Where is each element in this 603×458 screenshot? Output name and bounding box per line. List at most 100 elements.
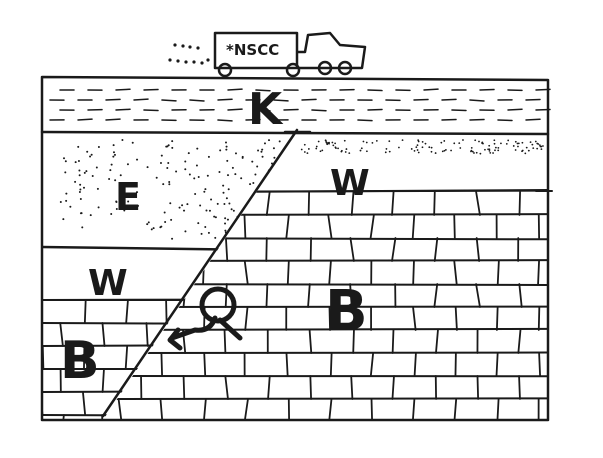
fault-marker <box>167 286 243 351</box>
sand-dot <box>234 152 237 155</box>
sand-dot <box>306 152 309 155</box>
label-k: K <box>248 84 284 135</box>
brick-joint <box>202 260 205 285</box>
dash <box>161 99 177 102</box>
sand-dot <box>81 226 84 229</box>
brick-joint <box>225 237 229 262</box>
dash <box>189 99 205 102</box>
sand-dot <box>385 148 388 150</box>
sand-dot <box>328 142 330 145</box>
sand-dot <box>267 139 270 142</box>
sand-dot <box>241 156 244 159</box>
sand-dot <box>204 225 207 228</box>
sand-dot <box>206 174 209 177</box>
brick-joint <box>144 368 148 393</box>
dash <box>77 118 93 121</box>
dash <box>525 98 541 101</box>
sand-dot <box>231 166 234 169</box>
brick-joint <box>391 375 395 400</box>
sand-dot <box>78 169 81 172</box>
sand-dot <box>384 151 387 154</box>
sand-dot <box>444 149 447 151</box>
sand-dot <box>440 141 443 144</box>
sand-dot <box>240 177 243 180</box>
brick-joint <box>496 260 500 285</box>
sand-dot <box>527 149 530 152</box>
brick-joint <box>117 352 122 377</box>
sand-dot <box>85 170 88 173</box>
brick-joint <box>145 414 149 420</box>
sand-dot <box>514 140 517 143</box>
sand-dot <box>77 160 80 163</box>
sand-dot <box>521 141 524 144</box>
q-circle <box>199 286 237 324</box>
fault-line <box>101 128 299 418</box>
brick-joint <box>369 352 375 377</box>
brick-course <box>103 327 548 331</box>
brick-joint <box>454 306 458 331</box>
sand-dot <box>271 218 274 221</box>
brick-joint <box>349 283 353 308</box>
sand-dot <box>443 149 446 152</box>
brick-course <box>103 397 548 400</box>
sand-dot <box>95 166 98 169</box>
brick-joint <box>117 306 123 331</box>
sand-dot <box>459 147 462 149</box>
sand-dot <box>500 142 502 145</box>
brick-joint <box>101 368 105 393</box>
sand-dot <box>226 159 229 162</box>
dash <box>535 108 551 111</box>
sand-dot <box>65 192 68 195</box>
sand-dot <box>187 152 190 155</box>
w-layer-pattern <box>300 139 544 155</box>
sand-dot <box>112 151 115 154</box>
sand-dot <box>79 188 82 191</box>
brick-course <box>42 414 261 417</box>
sand-dot <box>222 191 225 194</box>
sand-dot <box>127 200 130 203</box>
brick-joint <box>182 375 186 400</box>
sand-dot <box>82 186 85 189</box>
sand-dot <box>481 141 484 144</box>
brick-joint <box>224 375 229 400</box>
sand-dot <box>326 143 329 146</box>
sand-dot <box>474 139 477 142</box>
brick-joint <box>224 283 228 308</box>
sand-dot <box>152 227 155 230</box>
dash <box>469 118 485 121</box>
sand-dot <box>375 139 378 142</box>
sand-dot <box>250 204 253 207</box>
sand-dot <box>479 152 482 155</box>
brick-joint <box>249 299 254 324</box>
sand-dot <box>512 145 515 147</box>
sand-dot <box>428 146 431 149</box>
sand-dot <box>307 148 310 150</box>
sand-dot <box>315 145 318 148</box>
brick-joint <box>186 414 191 420</box>
sand-dot <box>163 211 166 214</box>
sand-dot <box>199 204 202 207</box>
sand-dot <box>171 237 174 240</box>
brick-course <box>103 259 548 262</box>
sand-dot <box>205 209 208 212</box>
sand-dot <box>204 188 207 191</box>
sand-dot <box>514 149 517 151</box>
brick-joint <box>140 283 144 308</box>
sand-dot <box>150 228 153 231</box>
dash <box>273 99 289 102</box>
sand-dot <box>315 147 318 150</box>
dash <box>227 108 243 111</box>
sand-dot <box>300 148 303 151</box>
brick-joint <box>435 329 439 354</box>
sand-dot <box>89 155 92 158</box>
dash <box>133 98 149 101</box>
sand-dot <box>251 160 254 163</box>
sand-dot <box>132 194 135 197</box>
sand-dot <box>197 176 200 179</box>
sand-dot <box>278 140 281 143</box>
sand-dot <box>160 225 163 228</box>
sand-dot <box>272 147 275 150</box>
sand-dot <box>207 231 210 234</box>
brick-joint <box>82 391 87 416</box>
